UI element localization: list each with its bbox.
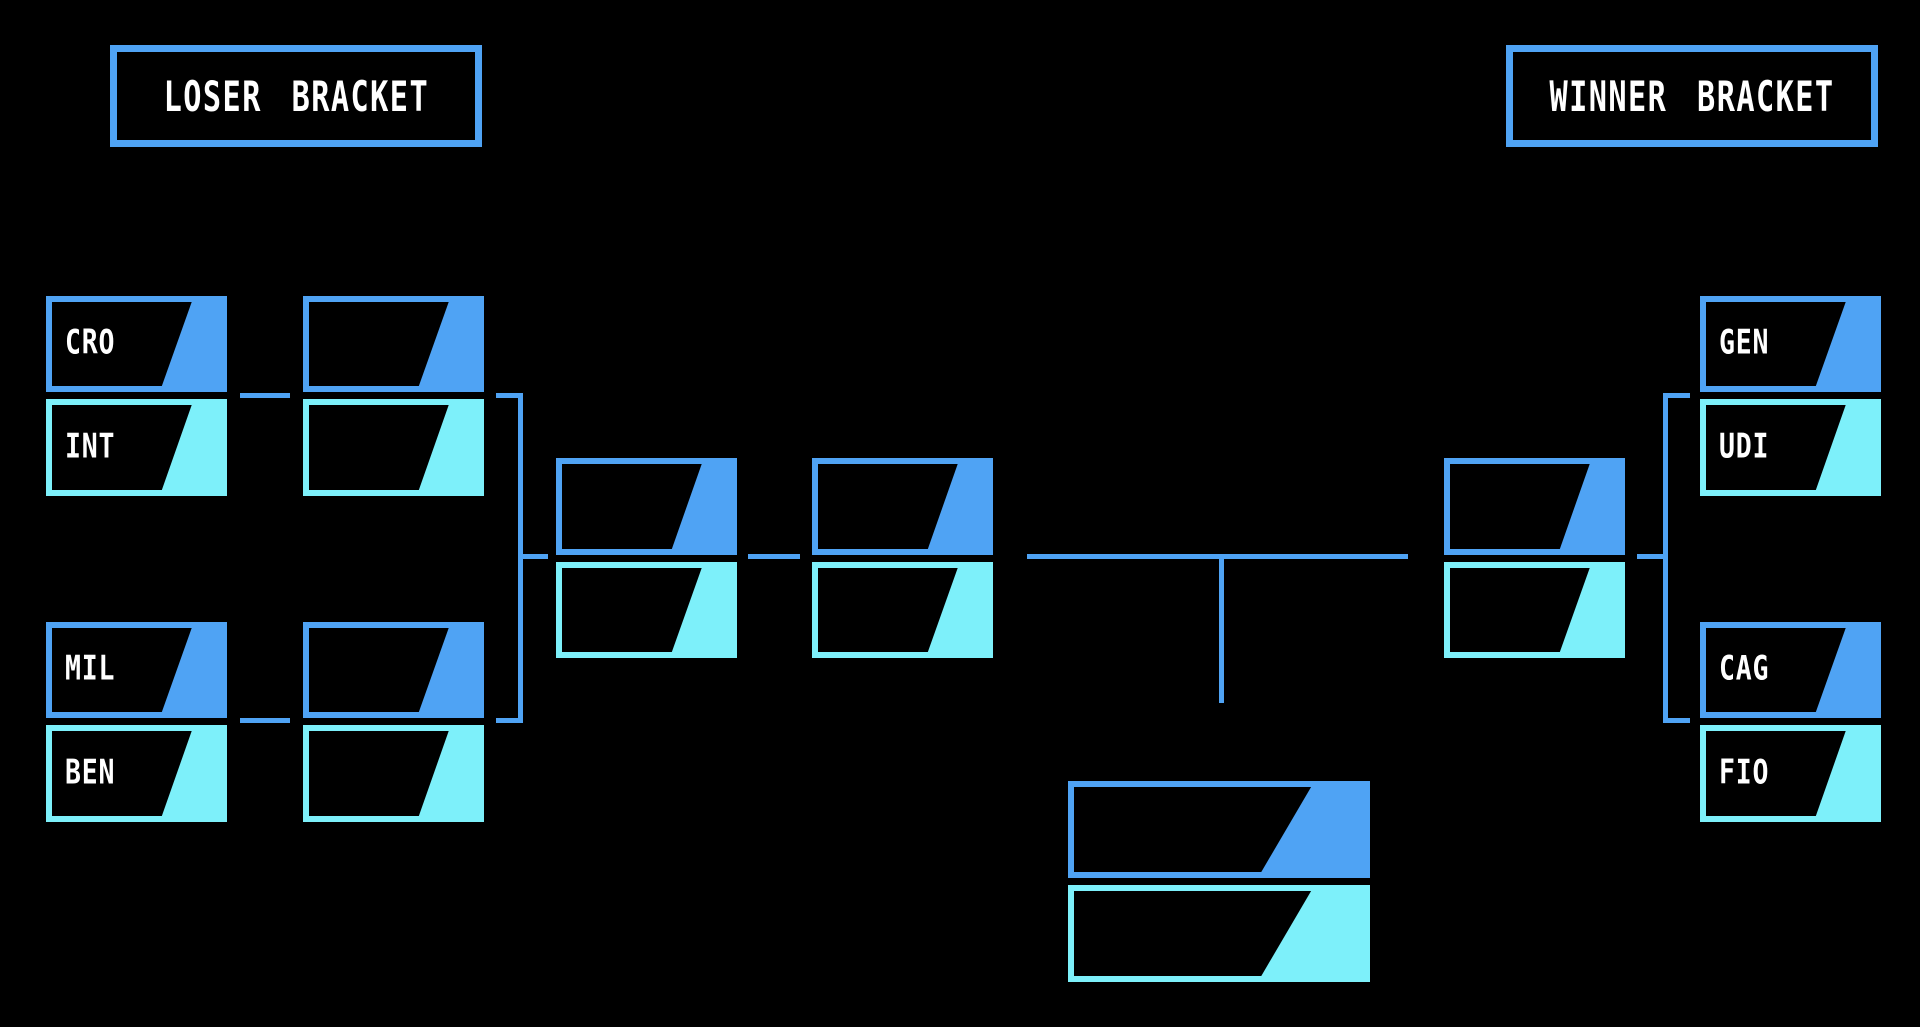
loser-bracket-header: LOSER BRACKET (110, 45, 482, 147)
connector-lb-bracket-mid-dash (523, 554, 548, 559)
team-code: GEN (1719, 322, 1770, 363)
team-code: BEN (65, 751, 116, 792)
team-slot-mil[interactable]: MIL (46, 622, 227, 718)
lb-round3-bottom-slot[interactable] (556, 562, 737, 658)
connector-lb-bracket-top-stub (496, 393, 523, 398)
connector-wb-bracket-vertical (1663, 393, 1668, 723)
team-code: FIO (1719, 751, 1770, 792)
wb-round2-top-slot[interactable] (1444, 458, 1625, 555)
team-slot-int[interactable]: INT (46, 399, 227, 496)
slot-panel (1444, 562, 1625, 658)
team-code: MIL (65, 648, 116, 689)
connector-lb-r1-r2-bottom (240, 718, 290, 723)
grand-final-top-slot[interactable] (1068, 781, 1370, 878)
lb-round2-match2-bottom-slot[interactable] (303, 725, 484, 822)
winner-bracket-title: WINNER BRACKET (1549, 71, 1835, 121)
team-code: CAG (1719, 648, 1770, 689)
connector-wb-bracket-top-stub (1663, 393, 1690, 398)
lb-round2-match1-top-slot[interactable] (303, 296, 484, 392)
lb-round2-match1-bottom-slot[interactable] (303, 399, 484, 496)
lb-round3-top-slot[interactable] (556, 458, 737, 555)
slot-panel (303, 725, 484, 822)
slot-panel (303, 296, 484, 392)
team-code: CRO (65, 322, 116, 363)
slot-panel (556, 458, 737, 555)
slot-panel (812, 458, 993, 555)
slot-panel (1068, 885, 1370, 982)
loser-bracket-title: LOSER BRACKET (163, 71, 429, 121)
team-code: UDI (1719, 425, 1770, 466)
winner-bracket-header: WINNER BRACKET (1506, 45, 1878, 147)
connector-final-drop (1219, 554, 1224, 703)
team-slot-gen[interactable]: GEN (1700, 296, 1881, 392)
wb-round2-bottom-slot[interactable] (1444, 562, 1625, 658)
connector-lb-r1-r2-top (240, 393, 290, 398)
slot-panel (1068, 781, 1370, 878)
connector-wb-bracket-mid-dash (1637, 554, 1663, 559)
lb-round2-match2-top-slot[interactable] (303, 622, 484, 718)
lb-round4-bottom-slot[interactable] (812, 562, 993, 658)
grand-final-bottom-slot[interactable] (1068, 885, 1370, 982)
connector-lb-bracket-vertical (518, 393, 523, 723)
team-slot-cag[interactable]: CAG (1700, 622, 1881, 718)
lb-round4-top-slot[interactable] (812, 458, 993, 555)
connector-wb-bracket-bottom-stub (1663, 718, 1690, 723)
slot-panel (303, 622, 484, 718)
team-slot-fio[interactable]: FIO (1700, 725, 1881, 822)
team-slot-cro[interactable]: CRO (46, 296, 227, 392)
slot-panel (556, 562, 737, 658)
team-slot-udi[interactable]: UDI (1700, 399, 1881, 496)
slot-panel (812, 562, 993, 658)
connector-lb-r3-r4 (748, 554, 800, 559)
team-slot-ben[interactable]: BEN (46, 725, 227, 822)
connector-lb-bracket-bottom-stub (496, 718, 523, 723)
team-code: INT (65, 425, 116, 466)
connector-final-horizontal (1027, 554, 1408, 559)
slot-panel (303, 399, 484, 496)
slot-panel (1444, 458, 1625, 555)
